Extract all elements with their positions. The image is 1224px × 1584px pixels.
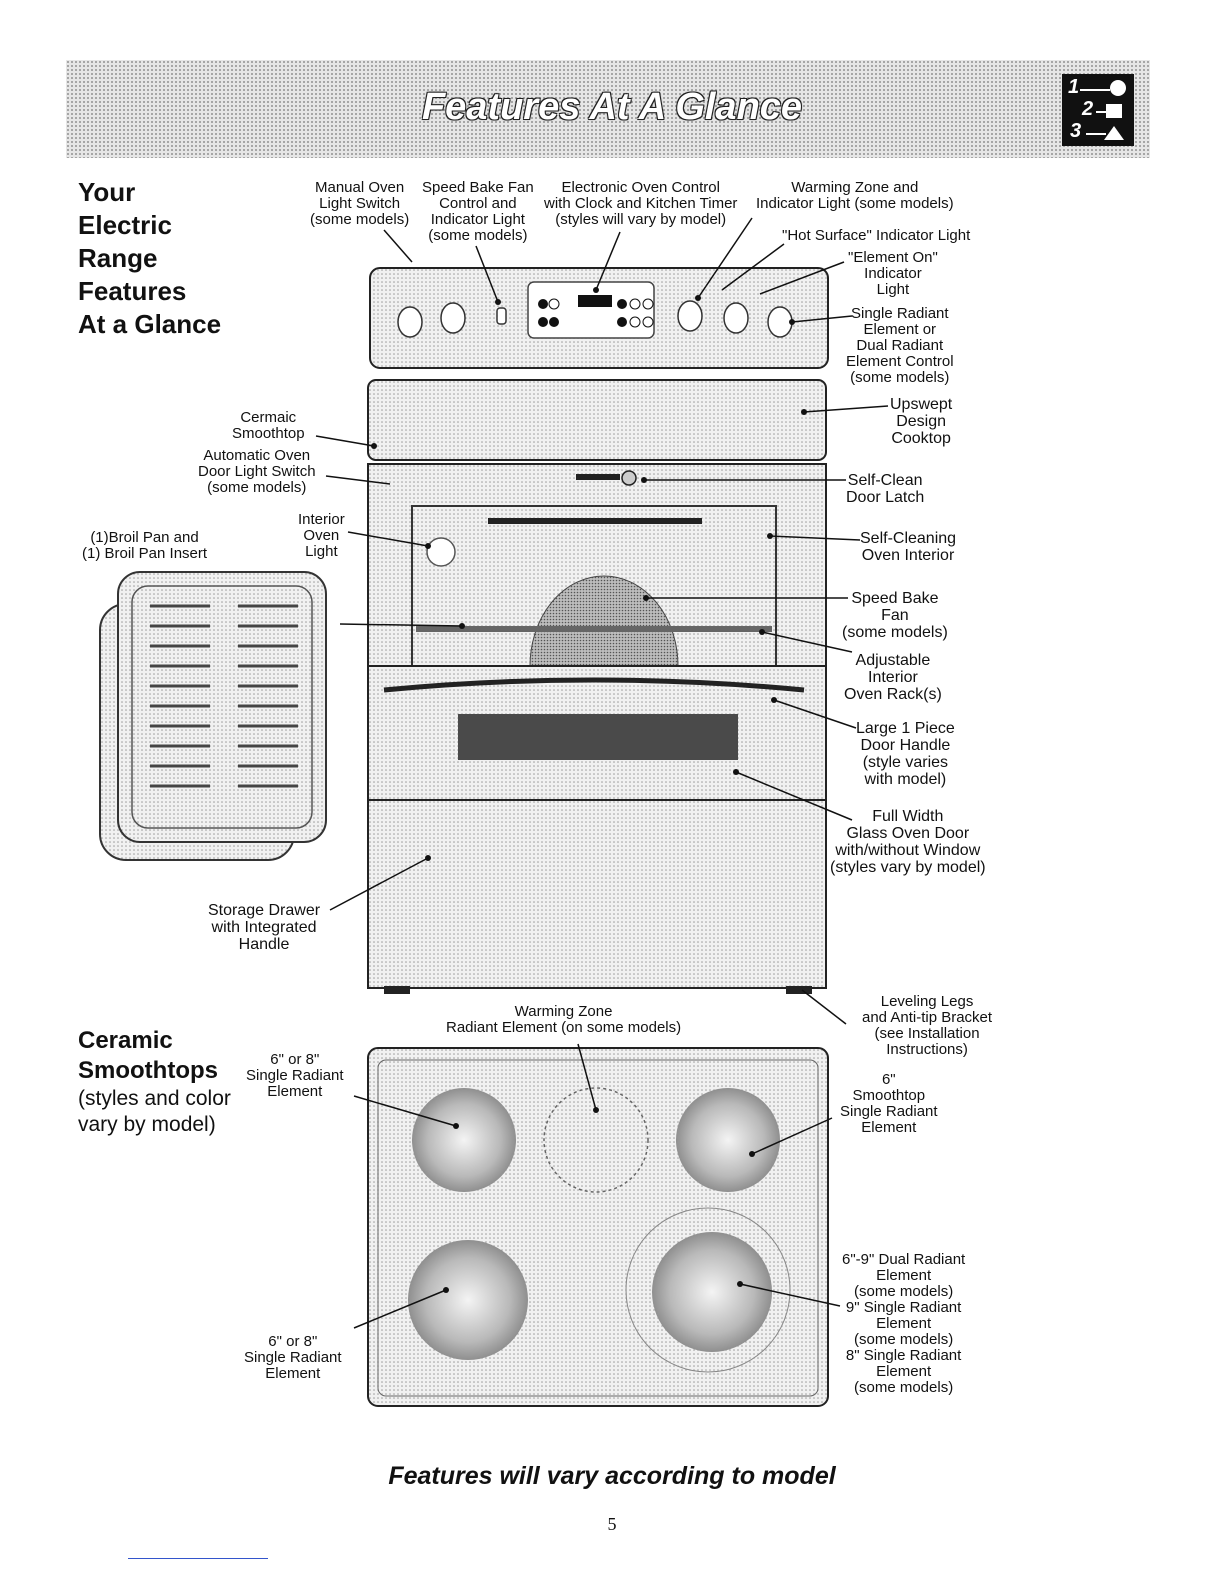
- label-warming-zone-element: Warming Zone Radiant Element (on some mo…: [446, 1003, 682, 1036]
- label-left-top-element: 6" or 8" Single Radiant Element: [246, 1051, 344, 1100]
- label-self-cleaning-interior: Self-Cleaning Oven Interior: [860, 530, 957, 564]
- page-title: Features At A Glance: [421, 86, 803, 128]
- footer-note: Features will vary according to model: [388, 1462, 836, 1490]
- control-buttons: [538, 298, 654, 328]
- oven-rack: [416, 626, 772, 632]
- footer-rule: [128, 1558, 268, 1559]
- label-interior-oven-light: Interior Oven Light: [298, 511, 345, 560]
- label-self-clean-latch: Self-Clean Door Latch: [846, 472, 925, 506]
- label-electronic-oven-control: Electronic Oven Control with Clock and K…: [544, 179, 738, 228]
- label-upswept-cooktop: Upswept Design Cooktop: [890, 396, 953, 447]
- electronic-control-panel: [527, 281, 655, 339]
- leveling-leg-right: [786, 986, 812, 994]
- label-right-top-element: 6" Smoothtop Single Radiant Element: [840, 1071, 938, 1136]
- smoothtop-illustration: [367, 1047, 829, 1407]
- burner-right-top: [676, 1088, 780, 1192]
- label-ceramic-smoothtop: Cermaic Smoothtop: [232, 409, 305, 442]
- leader-dots: [371, 287, 807, 1293]
- leader-lines: [315, 217, 889, 1329]
- label-storage-drawer: Storage Drawer with Integrated Handle: [208, 902, 321, 953]
- label-right-bottom-element: 6"-9" Dual Radiant Element (some models)…: [842, 1251, 966, 1396]
- page-number: 5: [607, 1514, 617, 1534]
- range-body: [367, 267, 829, 994]
- burner-left-top: [412, 1088, 516, 1192]
- label-leveling-legs: Leveling Legs and Anti-tip Bracket (see …: [862, 993, 993, 1058]
- door-window: [458, 714, 738, 760]
- oven-light-icon: [426, 537, 456, 567]
- label-door-handle: Large 1 Piece Door Handle (style varies …: [856, 720, 955, 788]
- burner-dual-inner: [652, 1232, 772, 1352]
- step-digit-1: 1: [1068, 76, 1080, 98]
- speed-bake-fan-icon: [529, 575, 679, 667]
- label-warming-zone-indicator: Warming Zone and Indicator Light (some m…: [756, 179, 954, 212]
- label-glass-oven-door: Full Width Glass Oven Door with/without …: [830, 808, 986, 876]
- door-handle: [383, 677, 805, 693]
- label-element-on-indicator: "Element On" Indicator Light: [848, 249, 938, 298]
- step-shapes-icon: [1080, 80, 1126, 140]
- storage-drawer: [367, 799, 827, 989]
- steps-icon: 1 2 3: [1062, 74, 1134, 146]
- burner-left-bottom: [408, 1240, 528, 1360]
- label-hot-surface-indicator: "Hot Surface" Indicator Light: [782, 227, 971, 244]
- range-heading: Your Electric Range Features At a Glance: [78, 177, 222, 339]
- step-digit-2: 2: [1082, 98, 1094, 120]
- clock-display: [578, 295, 612, 307]
- label-element-control: Single Radiant Element or Dual Radiant E…: [846, 305, 954, 386]
- burner-warming-zone: [543, 1087, 649, 1193]
- smoothtop-heading: Ceramic Smoothtops: [78, 1027, 218, 1084]
- smoothtop-subheading: (styles and color vary by model): [78, 1087, 231, 1136]
- step-digit-3: 3: [1070, 120, 1082, 142]
- door-latch: [576, 474, 620, 480]
- broil-pan-icon: [99, 571, 327, 861]
- label-speed-bake-fan: Speed Bake Fan (some models): [842, 590, 948, 641]
- label-speed-bake-fan-control: Speed Bake Fan Control and Indicator Lig…: [422, 179, 534, 244]
- label-automatic-door-light-switch: Automatic Oven Door Light Switch (some m…: [198, 447, 316, 496]
- label-left-bottom-element: 6" or 8" Single Radiant Element: [244, 1333, 342, 1382]
- label-manual-oven-light-switch: Manual Oven Light Switch (some models): [310, 179, 410, 228]
- label-oven-racks: Adjustable Interior Oven Rack(s): [844, 652, 942, 703]
- leveling-leg-left: [384, 986, 410, 994]
- label-broil-pan: (1)Broil Pan and (1) Broil Pan Insert: [82, 529, 208, 562]
- knob-icons: [397, 300, 793, 338]
- title-banner: [66, 60, 1150, 158]
- upswept-cooktop-edge: [367, 379, 827, 461]
